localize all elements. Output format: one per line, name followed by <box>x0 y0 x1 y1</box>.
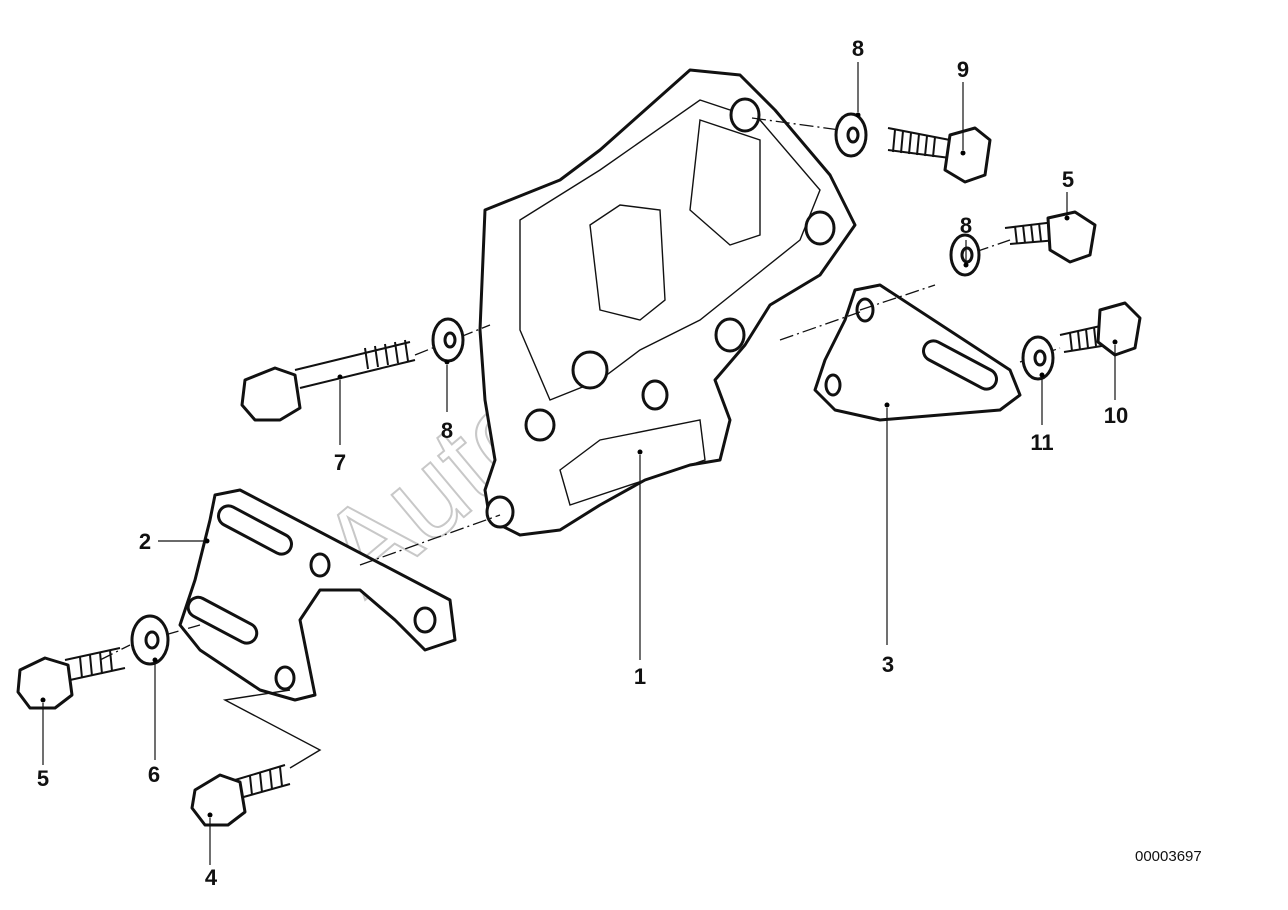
callout-6: 6 <box>148 762 160 787</box>
callout-5-top: 5 <box>1062 167 1074 192</box>
callout-8-left: 8 <box>441 418 453 443</box>
bolt-10 <box>1059 301 1142 357</box>
callout-1: 1 <box>634 664 646 689</box>
callout-8-mid: 8 <box>960 213 972 238</box>
callout-10: 10 <box>1104 403 1128 428</box>
callout-7: 7 <box>334 450 346 475</box>
callout-9: 9 <box>957 57 969 82</box>
bolt-7 <box>240 339 416 422</box>
callout-11: 11 <box>1030 430 1053 455</box>
bolt-5-top <box>1004 210 1097 264</box>
leader-lines <box>40 62 1118 865</box>
callout-8-top: 8 <box>852 36 864 61</box>
washer-6 <box>130 614 170 666</box>
diagram-reference-number: 00003697 <box>1135 848 1202 865</box>
bolt-4 <box>190 764 291 827</box>
callout-4: 4 <box>205 865 218 890</box>
callout-5-bottom: 5 <box>37 766 49 791</box>
callout-2: 2 <box>139 529 151 554</box>
main-bracket <box>478 68 857 537</box>
bolt-5-bottom <box>16 647 126 710</box>
washer-8-left <box>431 317 465 363</box>
lower-plate <box>178 488 457 702</box>
callout-3: 3 <box>882 652 894 677</box>
washer-8-mid <box>949 233 981 277</box>
washer-11 <box>1021 335 1055 381</box>
bolt-9 <box>887 126 992 184</box>
washer-8-top <box>834 112 868 158</box>
right-plate <box>813 283 1022 422</box>
